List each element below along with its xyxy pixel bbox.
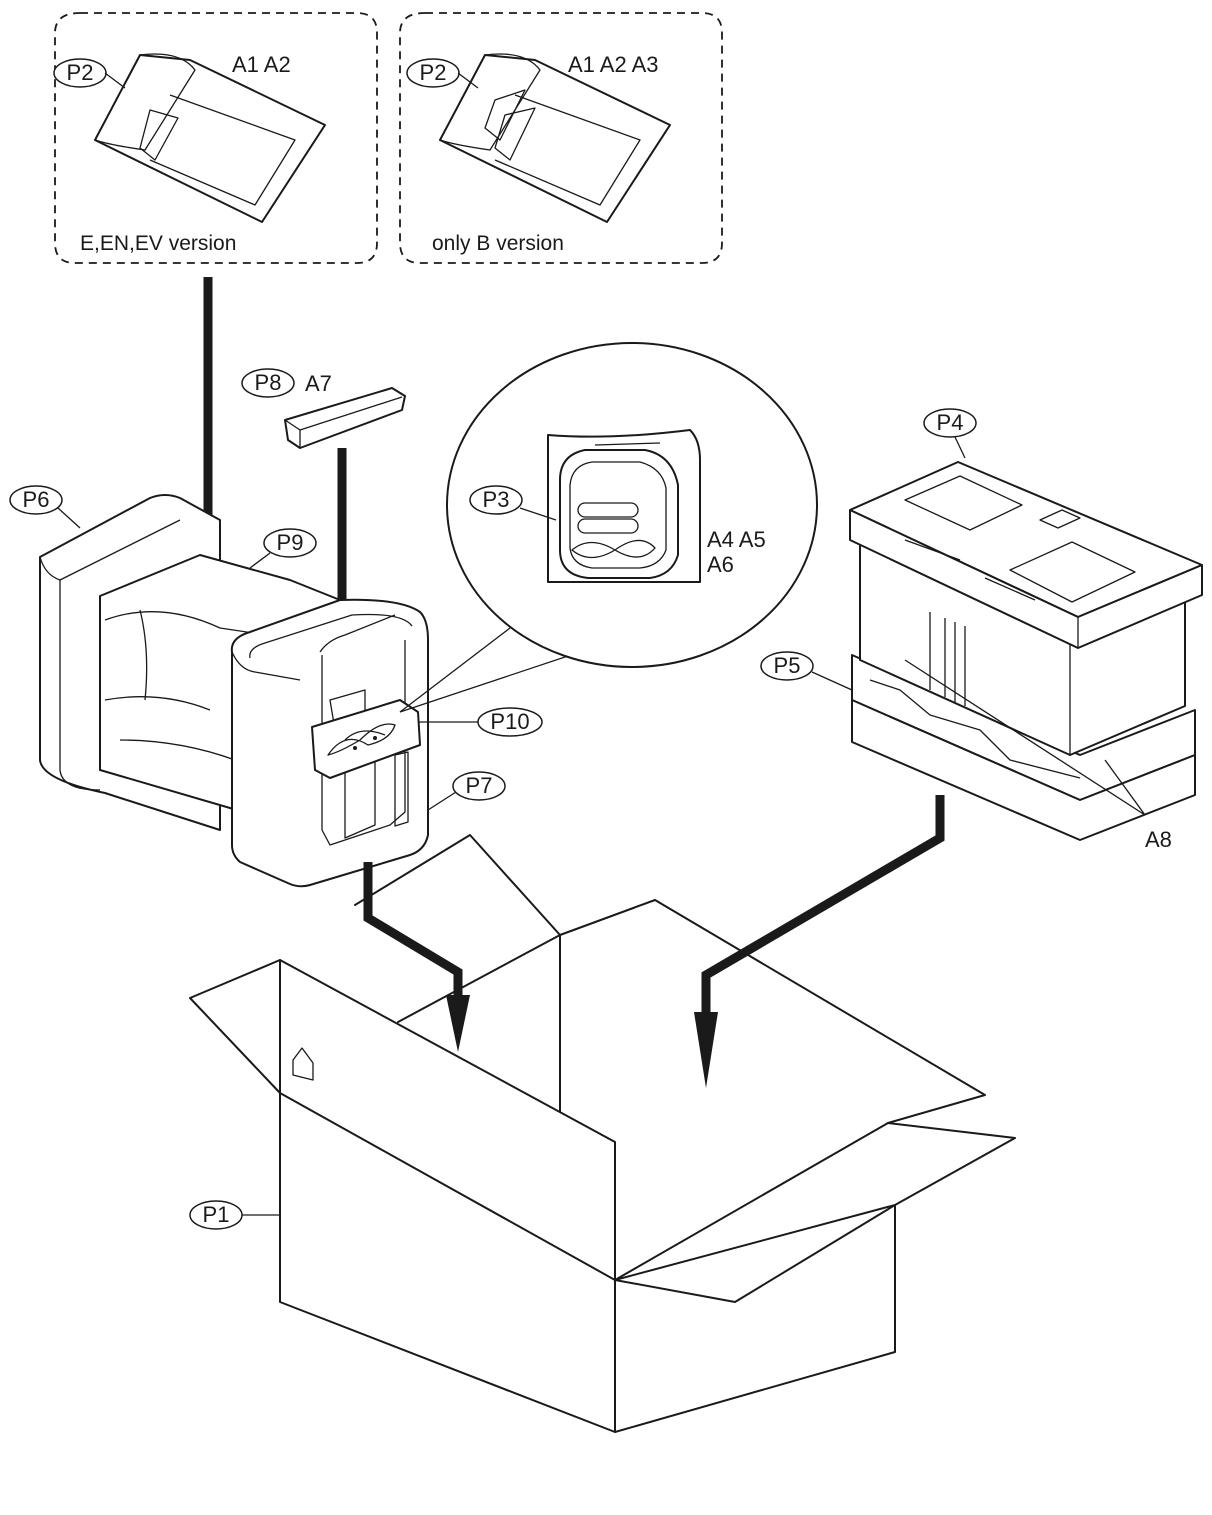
svg-text:P5: P5 [774,653,801,678]
caption-left-version: E,EN,EV version [80,232,236,255]
callout-p3: P3 [469,485,557,521]
label-a8: A8 [1145,827,1172,852]
callout-p2-left: P2 [53,58,126,89]
callout-p1: P1 [189,1200,280,1230]
label-a1a2a3-right: A1 A2 A3 [568,52,659,77]
packaged-unit [39,494,429,888]
callout-p8: P8 [241,368,295,398]
svg-text:P10: P10 [490,709,529,734]
option-box-right: only B version [399,12,723,264]
svg-text:P6: P6 [23,487,50,512]
accessory-detail-bubble [399,342,818,713]
svg-text:P1: P1 [203,1202,230,1227]
label-a1a2-left: A1 A2 [232,52,291,77]
callout-p9: P9 [249,528,317,569]
svg-text:P3: P3 [483,487,510,512]
arrow-unit-to-carton [363,862,470,1052]
callout-p6: P6 [9,485,81,529]
svg-text:P4: P4 [937,410,964,435]
label-a7: A7 [305,371,332,396]
svg-text:P8: P8 [255,370,282,395]
svg-text:P2: P2 [67,60,94,85]
callout-p4: P4 [923,408,977,459]
option-box-left: E,EN,EV version [54,12,378,264]
callout-p2-right: P2 [406,58,479,89]
this-side-up-icon [292,1047,314,1081]
cable-icon [571,539,656,559]
carton-box-p1 [189,834,1016,1433]
battery-icon [577,502,639,534]
label-a6: A6 [707,552,734,577]
foam-packed-unit [849,461,1203,841]
callout-p7: P7 [427,771,506,811]
svg-text:P7: P7 [466,773,493,798]
svg-text:P9: P9 [277,530,304,555]
callout-p10: P10 [418,707,543,737]
label-a4a5: A4 A5 [707,527,766,552]
remote-control-p8 [284,387,406,449]
caption-right-version: only B version [432,232,564,255]
manual-booklet-left [94,53,326,223]
callout-p5: P5 [760,651,853,691]
svg-text:P2: P2 [420,60,447,85]
arrow-foam-to-carton [694,795,945,1088]
manual-booklet-right [439,53,671,223]
label-a8-group: A8 [904,659,1172,852]
